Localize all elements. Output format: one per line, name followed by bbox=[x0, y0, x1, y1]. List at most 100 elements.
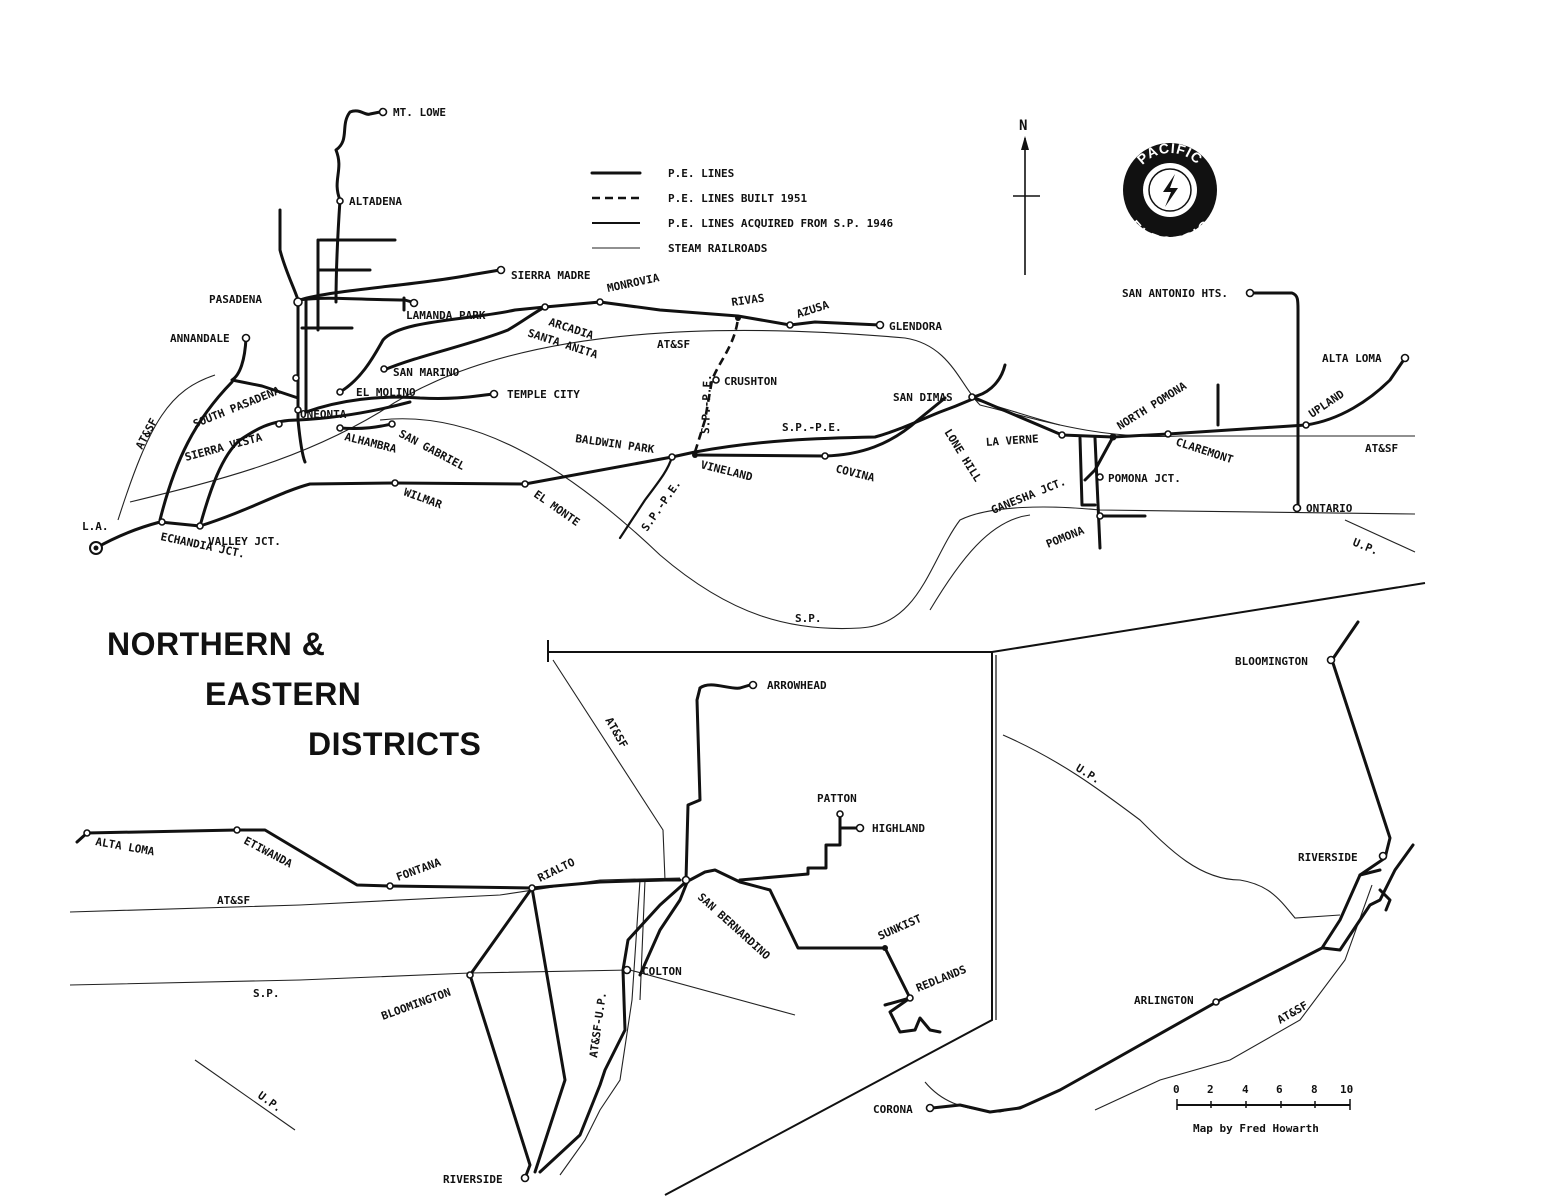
station-la-center bbox=[93, 545, 99, 551]
map-title-line1: NORTHERN & bbox=[107, 626, 326, 662]
lightning-bolt-icon bbox=[1163, 174, 1178, 207]
sb-labels: ARROWHEAD PATTON HIGHLAND ALTA LOMA ETIW… bbox=[94, 679, 968, 1186]
label-wilmar: WILMAR bbox=[402, 486, 444, 512]
riv-stations bbox=[925, 655, 1388, 1113]
label-riverside-sb: RIVERSIDE bbox=[443, 1173, 503, 1186]
label-riverside-riv: RIVERSIDE bbox=[1298, 851, 1358, 864]
scale-tick-8: 8 bbox=[1311, 1083, 1318, 1096]
label-oneonta: ONEONTA bbox=[300, 408, 347, 421]
station-annandale bbox=[241, 333, 251, 343]
legend-pe-lines: P.E. LINES bbox=[668, 167, 734, 180]
station-corona bbox=[925, 1103, 935, 1113]
label-rr-sp-bottom: S.P. bbox=[795, 612, 822, 625]
label-pomona-jct: POMONA JCT. bbox=[1108, 472, 1181, 485]
station-alhambra bbox=[336, 424, 344, 432]
station-wilmar bbox=[391, 479, 399, 487]
legend-pe-acquired: P.E. LINES ACQUIRED FROM S.P. 1946 bbox=[668, 217, 894, 230]
label-mt-lowe: MT. LOWE bbox=[393, 106, 446, 119]
label-rr-atsf-diag: AT&SF bbox=[602, 715, 630, 750]
label-altadena: ALTADENA bbox=[349, 195, 402, 208]
station-highland bbox=[855, 823, 865, 833]
label-vineland: VINELAND bbox=[699, 458, 754, 484]
label-etiwanda: ETIWANDA bbox=[242, 834, 295, 871]
station-pasadena bbox=[293, 297, 303, 307]
label-ontario: ONTARIO bbox=[1306, 502, 1353, 515]
label-ganesha-jct: GANESHA JCT. bbox=[989, 475, 1068, 517]
station-oneonta bbox=[294, 406, 302, 414]
label-san-gabriel: SAN GABRIEL bbox=[397, 427, 468, 473]
station-crushton bbox=[712, 376, 720, 384]
station-lamanda-park bbox=[409, 298, 419, 308]
label-claremont: CLAREMONT bbox=[1174, 435, 1235, 466]
label-san-antonio-hts: SAN ANTONIO HTS. bbox=[1122, 287, 1228, 300]
map-credit: Map by Fred Howarth bbox=[1193, 1122, 1319, 1135]
label-rr-atsf-mid: AT&SF bbox=[657, 338, 690, 351]
label-covina: COVINA bbox=[834, 462, 876, 484]
label-rr-atsf-riv: AT&SF bbox=[1275, 999, 1310, 1027]
station-colton bbox=[622, 965, 632, 975]
station-pomona bbox=[1096, 512, 1104, 520]
label-rr-up: U.P. bbox=[255, 1089, 284, 1115]
station-sierra-madre bbox=[496, 265, 506, 275]
label-san-dimas: SAN DIMAS bbox=[893, 391, 953, 404]
station-alta-loma-sb bbox=[83, 829, 91, 837]
station-claremont bbox=[1164, 430, 1172, 438]
north-arrow-icon: N bbox=[1013, 118, 1040, 275]
sb-pe-lines bbox=[75, 683, 942, 1180]
scale-tick-10: 10 bbox=[1340, 1083, 1353, 1096]
station-covina bbox=[821, 452, 829, 460]
station-alta-loma bbox=[1400, 353, 1410, 363]
label-san-bernardino: SAN BERNARDINO bbox=[695, 891, 773, 963]
station-la-verne bbox=[1058, 431, 1066, 439]
label-rr-atsf-west: AT&SF bbox=[133, 416, 160, 451]
label-sunkist: SUNKIST bbox=[876, 912, 924, 943]
label-rr-up-east: U.P. bbox=[1351, 536, 1380, 558]
scale-tick-4: 4 bbox=[1242, 1083, 1249, 1096]
sb-stations bbox=[83, 680, 914, 1183]
station-rivas bbox=[735, 315, 741, 321]
label-glendora: GLENDORA bbox=[889, 320, 942, 333]
label-azusa: AZUSA bbox=[795, 298, 831, 321]
station-sunkist bbox=[882, 945, 888, 951]
scale-bar: 0 2 4 6 8 10 Map by Fred Howarth bbox=[1173, 1083, 1353, 1135]
station-arrowhead bbox=[748, 680, 758, 690]
map-title-line2: EASTERN bbox=[205, 676, 362, 712]
label-monrovia: MONROVIA bbox=[606, 271, 661, 295]
station-ontario bbox=[1292, 503, 1302, 513]
station-etiwanda bbox=[233, 826, 241, 834]
north-steam-railroads bbox=[117, 329, 1416, 630]
station-arlington bbox=[1212, 998, 1220, 1006]
inset-frames bbox=[547, 582, 1426, 1196]
station-san-bernardino bbox=[681, 875, 691, 885]
label-la: L.A. bbox=[82, 520, 109, 533]
label-alta-loma: ALTA LOMA bbox=[1322, 352, 1382, 365]
station-upland bbox=[1302, 421, 1310, 429]
label-highland: HIGHLAND bbox=[872, 822, 925, 835]
north-label: N bbox=[1019, 118, 1027, 134]
riv-pe-lines bbox=[930, 620, 1415, 1114]
station-north-pomona bbox=[1109, 433, 1117, 441]
station-riverside-sb bbox=[520, 1173, 530, 1183]
station-el-monte bbox=[521, 480, 529, 488]
pacific-electric-logo: PACIFIC ELECTRIC bbox=[1123, 140, 1217, 250]
sb-steam-railroads bbox=[69, 659, 796, 1176]
label-fontana: FONTANA bbox=[395, 856, 443, 884]
label-la-verne: LA VERNE bbox=[985, 432, 1039, 449]
station-fontana bbox=[386, 882, 394, 890]
label-colton: COLTON bbox=[642, 965, 682, 978]
label-baldwin-park: BALDWIN PARK bbox=[575, 432, 656, 456]
label-pomona: POMONA bbox=[1044, 524, 1086, 551]
scale-tick-0: 0 bbox=[1173, 1083, 1180, 1096]
station-riverside-riv bbox=[1378, 851, 1388, 861]
label-redlands: REDLANDS bbox=[914, 963, 968, 995]
label-rr-sp-pe-vert: S.P.-P.E. bbox=[699, 374, 714, 434]
station-altadena bbox=[336, 197, 344, 205]
label-alhambra: ALHAMBRA bbox=[343, 430, 398, 456]
station-azusa bbox=[786, 321, 794, 329]
north-stations bbox=[89, 107, 1410, 555]
label-north-pomona: NORTH POMONA bbox=[1115, 379, 1190, 432]
label-temple-city: TEMPLE CITY bbox=[507, 388, 580, 401]
station-rialto bbox=[528, 884, 536, 892]
label-bloomington-riv: BLOOMINGTON bbox=[1235, 655, 1308, 668]
station-san-marino bbox=[380, 365, 388, 373]
